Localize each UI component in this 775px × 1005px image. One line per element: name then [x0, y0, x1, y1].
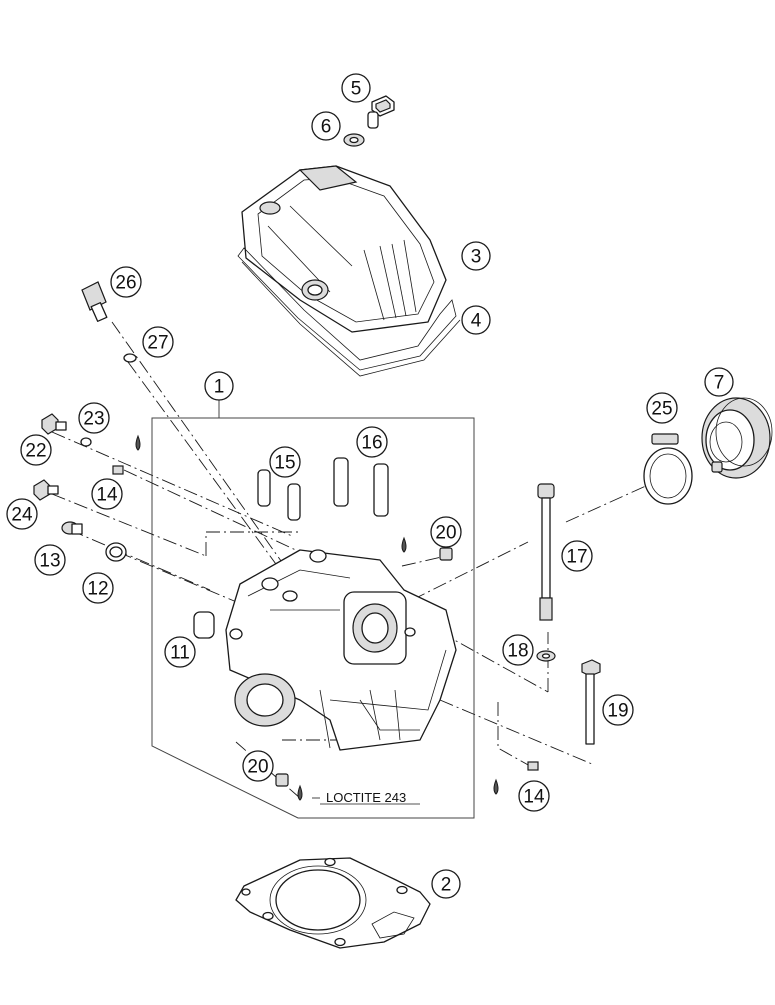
callout-13: 13 — [34, 544, 66, 576]
callout-26: 26 — [110, 266, 142, 298]
part-13-plug — [61, 521, 83, 535]
part-17-stud — [537, 483, 555, 621]
svg-text:5: 5 — [351, 79, 362, 100]
part-27-oring — [123, 353, 137, 363]
part-22-plug — [41, 413, 67, 435]
svg-text:22: 22 — [25, 441, 46, 462]
svg-text:4: 4 — [471, 311, 482, 332]
svg-text:3: 3 — [471, 247, 482, 268]
svg-text:7: 7 — [714, 373, 725, 394]
svg-text:25: 25 — [651, 399, 672, 420]
svg-text:11: 11 — [170, 643, 190, 664]
part-15-valve-guides — [257, 469, 301, 521]
callouts: 1 2 3 4 5 6 7 11 12 13 14 14 15 16 17 18… — [6, 73, 734, 899]
part-23-washer — [80, 437, 92, 447]
callout-27: 27 — [142, 326, 174, 358]
callout-16: 16 — [356, 426, 388, 458]
callout-23: 23 — [78, 402, 110, 434]
callout-1: 1 — [204, 371, 234, 401]
part-20-plug-lower — [275, 773, 303, 801]
callout-22: 22 — [20, 434, 52, 466]
callout-14-left: 14 — [91, 478, 123, 510]
part-14-screw-left — [112, 434, 141, 475]
svg-text:20: 20 — [435, 523, 456, 544]
svg-text:2: 2 — [441, 875, 452, 896]
svg-text:20: 20 — [247, 757, 268, 778]
part-16-valve-guides — [333, 457, 389, 517]
assembly-frame — [151, 400, 475, 819]
part-4-gasket — [237, 247, 461, 377]
svg-text:16: 16 — [361, 433, 382, 454]
callout-11: 11 — [164, 636, 196, 668]
callout-14-right: 14 — [518, 780, 550, 812]
part-7-intake-flange — [701, 397, 773, 479]
svg-text:19: 19 — [607, 701, 628, 722]
part-26-sensor — [81, 281, 108, 322]
callout-7: 7 — [704, 367, 734, 397]
svg-text:15: 15 — [274, 453, 295, 474]
callout-19: 19 — [602, 694, 634, 726]
part-1-cylinder-head — [225, 549, 457, 751]
part-25-clamp — [643, 433, 693, 505]
callout-5: 5 — [341, 73, 371, 103]
part-14-screw-right — [493, 761, 539, 795]
callout-6: 6 — [311, 111, 341, 141]
svg-text:18: 18 — [507, 641, 528, 662]
svg-text:24: 24 — [11, 505, 33, 526]
svg-text:12: 12 — [87, 579, 108, 600]
part-11-dowel — [193, 611, 215, 639]
svg-text:26: 26 — [115, 273, 136, 294]
callout-20-upper: 20 — [430, 516, 462, 548]
callout-24: 24 — [6, 498, 38, 530]
callout-17: 17 — [561, 540, 593, 572]
part-6-washer — [343, 133, 365, 147]
callout-18: 18 — [502, 634, 534, 666]
callout-20-lower: 20 — [242, 750, 274, 782]
part-5-bolt — [367, 95, 395, 129]
part-18-washer — [536, 650, 556, 662]
callout-15: 15 — [269, 446, 301, 478]
callout-25: 25 — [646, 392, 678, 424]
svg-text:17: 17 — [566, 547, 587, 568]
part-24-nipple — [33, 479, 59, 501]
part-2-head-gasket — [235, 857, 431, 949]
svg-text:27: 27 — [147, 333, 168, 354]
callout-4: 4 — [461, 305, 491, 335]
part-19-bolt — [581, 659, 601, 745]
part-12-oring — [105, 542, 127, 562]
callout-12: 12 — [82, 572, 114, 604]
svg-text:1: 1 — [214, 377, 225, 398]
loctite-label: LOCTITE 243 — [326, 790, 406, 805]
svg-text:23: 23 — [83, 409, 104, 430]
svg-text:6: 6 — [321, 117, 332, 138]
callout-2: 2 — [431, 869, 461, 899]
svg-text:13: 13 — [39, 551, 60, 572]
callout-3: 3 — [461, 241, 491, 271]
part-20-plug-upper — [401, 536, 453, 561]
loctite-note: LOCTITE 243 — [312, 790, 420, 805]
svg-text:14: 14 — [96, 485, 118, 506]
svg-text:14: 14 — [523, 787, 545, 808]
part-3-valve-cover — [241, 165, 447, 333]
